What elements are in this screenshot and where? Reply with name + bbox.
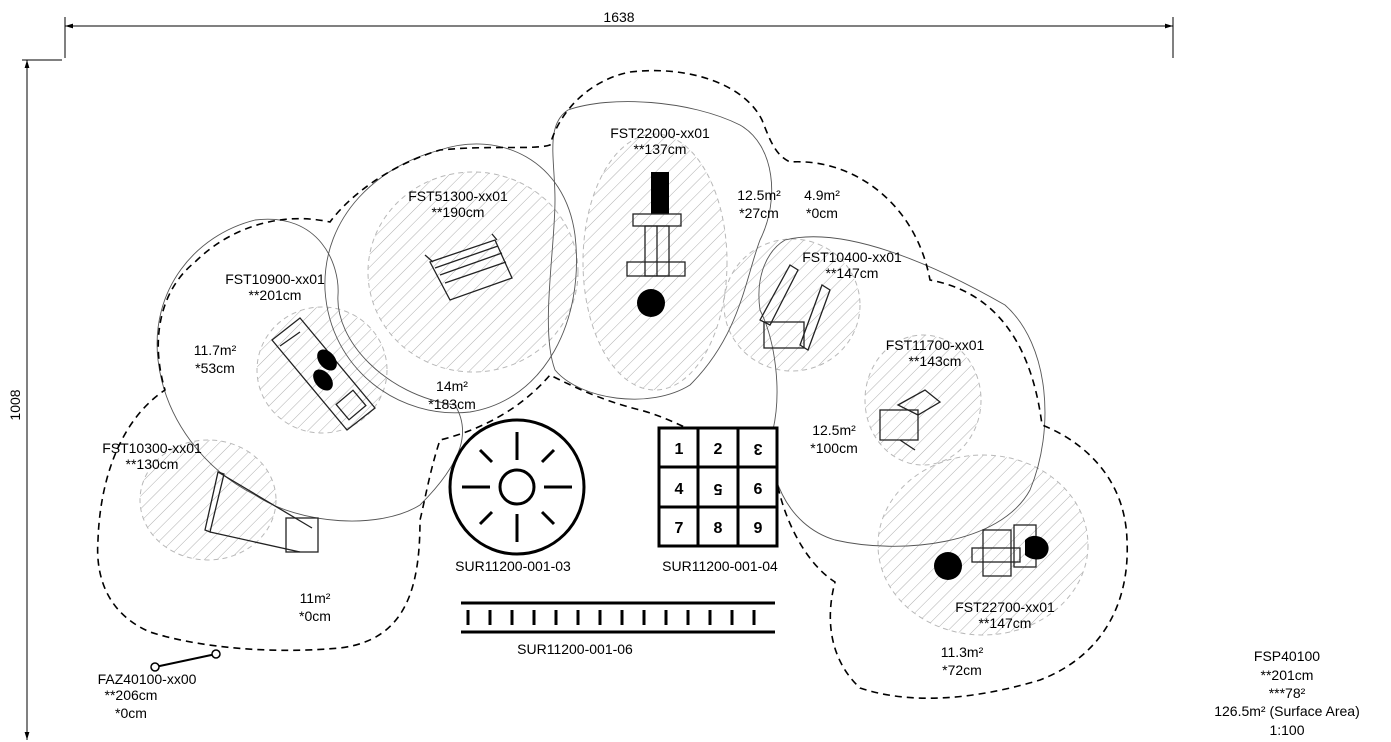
width-dimension: 1638: [64, 9, 1174, 58]
impact-zone-fst11700: [864, 334, 982, 466]
equipment-fst22700: [934, 524, 1049, 580]
label-fst10900-code: FST10900-xx01: [225, 271, 325, 287]
hopscotch-cell: 1: [675, 441, 684, 458]
label-fst10300-code: FST10300-xx01: [102, 440, 202, 456]
surface-circle-game: [448, 418, 586, 556]
hopscotch-cell: 9: [754, 520, 763, 537]
hopscotch-cell: 5: [713, 480, 722, 497]
area-label: 12.5m²: [737, 187, 781, 203]
area-label: 12.5m²: [812, 422, 856, 438]
label-fst51300-code: FST51300-xx01: [408, 188, 508, 204]
area-fall-label: *183cm: [428, 396, 475, 412]
impact-zone-fst10300: [139, 439, 277, 561]
area-fall-label: *0cm: [806, 205, 838, 221]
label-fst22700-height: **147cm: [979, 615, 1032, 631]
area-fall-label: *27cm: [739, 205, 779, 221]
label-fst22000-code: FST22000-xx01: [610, 125, 710, 141]
hopscotch-cell: 2: [714, 441, 723, 458]
area-fall-label: *100cm: [810, 440, 857, 456]
area-label: 11m²: [300, 590, 331, 606]
label-surface-circle: SUR11200-001-03: [455, 558, 571, 574]
equipment-fst22000: [626, 172, 686, 317]
surface-hopscotch-grid: 1 2 3 4 5 6 7 8 9: [657, 426, 779, 548]
label-faz40100-fall: *0cm: [115, 705, 147, 721]
equipment-fst51300: [424, 233, 513, 301]
label-faz40100-code: FAZ40100-xx00: [98, 671, 197, 687]
hopscotch-cell: 3: [753, 440, 762, 457]
summary-block: FSP40100 **201cm ***78² 126.5m² (Surface…: [1214, 648, 1360, 738]
summary-scale: 1:100: [1269, 722, 1304, 738]
label-fst11700-height: **143cm: [909, 353, 962, 369]
label-surface-grid: SUR11200-001-04: [662, 558, 778, 574]
area-label: 11.3m²: [941, 644, 984, 660]
hopscotch-cell: 7: [675, 520, 684, 537]
height-dimension: 1008: [7, 59, 62, 740]
impact-zones: [139, 133, 1089, 636]
width-dimension-label: 1638: [603, 9, 634, 25]
area-fall-label: *72cm: [942, 662, 982, 678]
equipment-labels: FST22000-xx01 **137cm FST51300-xx01 **19…: [98, 125, 1055, 721]
area-label: 11.7m²: [194, 342, 237, 358]
area-fall-label: *53cm: [195, 360, 235, 376]
summary-height: **201cm: [1261, 667, 1314, 683]
equipment-fst11700: [879, 389, 942, 451]
equipment-boundaries: [156, 101, 1046, 547]
height-dimension-label: 1008: [7, 389, 23, 420]
label-fst51300-height: **190cm: [432, 204, 485, 220]
equipment-fst10900: [271, 317, 376, 431]
label-fst10400-code: FST10400-xx01: [802, 249, 902, 265]
equipment-faz40100: [150, 649, 221, 672]
label-fst10400-height: **147cm: [826, 265, 879, 281]
area-fall-label: *0cm: [299, 608, 331, 624]
hopscotch-cell: 6: [754, 481, 763, 498]
area-labels: 11.7m² *53cm 14m² *183cm 12.5m² *27cm 4.…: [194, 187, 984, 678]
equipment-fst10300: [204, 471, 319, 553]
safety-surface-outline: [96, 69, 1129, 700]
equipment-fst10400: [759, 264, 831, 351]
surface-ladder: [461, 601, 775, 634]
impact-zone-fst10400: [723, 238, 861, 372]
area-label: 14m²: [436, 378, 468, 394]
label-faz40100-height: **206cm: [105, 687, 158, 703]
area-label: 4.9m²: [804, 187, 840, 203]
label-fst10300-height: **130cm: [126, 456, 179, 472]
hopscotch-cell: 8: [714, 520, 723, 537]
label-surface-ladder: SUR11200-001-06: [517, 641, 633, 657]
summary-line3: ***78²: [1269, 685, 1306, 701]
label-fst10900-height: **201cm: [249, 287, 302, 303]
label-fst22700-code: FST22700-xx01: [955, 599, 1055, 615]
summary-surface-area: 126.5m² (Surface Area): [1214, 703, 1360, 719]
hopscotch-cell: 4: [675, 481, 684, 498]
impact-zone-fst51300: [367, 171, 579, 373]
summary-code: FSP40100: [1254, 648, 1320, 664]
label-fst11700-code: FST11700-xx01: [886, 337, 985, 353]
surface-labels: SUR11200-001-03 SUR11200-001-04 SUR11200…: [455, 558, 778, 657]
label-fst22000-height: **137cm: [634, 141, 687, 157]
